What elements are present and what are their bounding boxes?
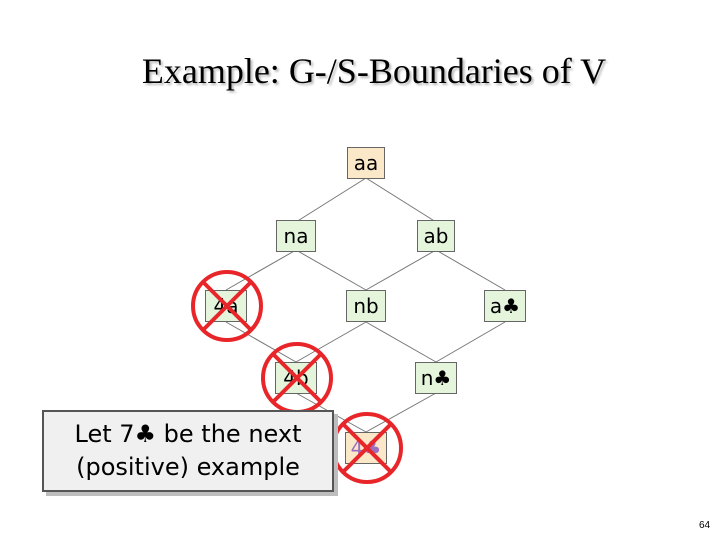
- node-nclub-label: n♣: [420, 366, 452, 390]
- edge-na-4a: [225, 249, 297, 291]
- node-na-label: na: [283, 224, 309, 248]
- edge-4a-4b: [225, 321, 297, 363]
- node-na: na: [276, 220, 316, 252]
- edge-aa-ab: [365, 177, 437, 223]
- node-ab-label: ab: [423, 224, 449, 248]
- node-4club-label: 4♣: [350, 436, 382, 460]
- callout-line-2: (positive) example: [76, 453, 300, 481]
- node-4b-label: 4b: [283, 366, 309, 390]
- node-nb: nb: [346, 290, 386, 322]
- node-4club: 4♣: [345, 432, 387, 464]
- node-aclub: a♣: [484, 290, 526, 322]
- edge-nclub-4club: [365, 392, 437, 433]
- edge-nb-4b: [295, 321, 367, 363]
- node-aclub-label: a♣: [489, 294, 521, 318]
- edge-ab-nb: [365, 249, 437, 291]
- slide-title: Example: G-/S-Boundaries of V: [141, 51, 607, 91]
- edge-aa-na: [295, 177, 367, 223]
- edge-ab-aclub: [435, 249, 506, 291]
- node-aa: aa: [347, 147, 385, 179]
- callout-line-1: Let 7♣ be the next: [74, 420, 302, 448]
- callout-next-example: Let 7♣ be the next (positive) example: [42, 410, 334, 492]
- edge-na-nb: [295, 249, 367, 291]
- edge-aclub-nclub: [435, 321, 506, 363]
- node-4b: 4b: [275, 362, 317, 394]
- node-ab: ab: [417, 220, 455, 252]
- page-number: 64: [699, 520, 711, 531]
- node-4a-label: 4a: [213, 294, 239, 318]
- node-nb-label: nb: [353, 294, 379, 318]
- node-nclub: n♣: [415, 362, 457, 394]
- node-aa-label: aa: [353, 151, 379, 175]
- edge-nb-nclub: [365, 321, 437, 363]
- node-4a: 4a: [205, 290, 247, 322]
